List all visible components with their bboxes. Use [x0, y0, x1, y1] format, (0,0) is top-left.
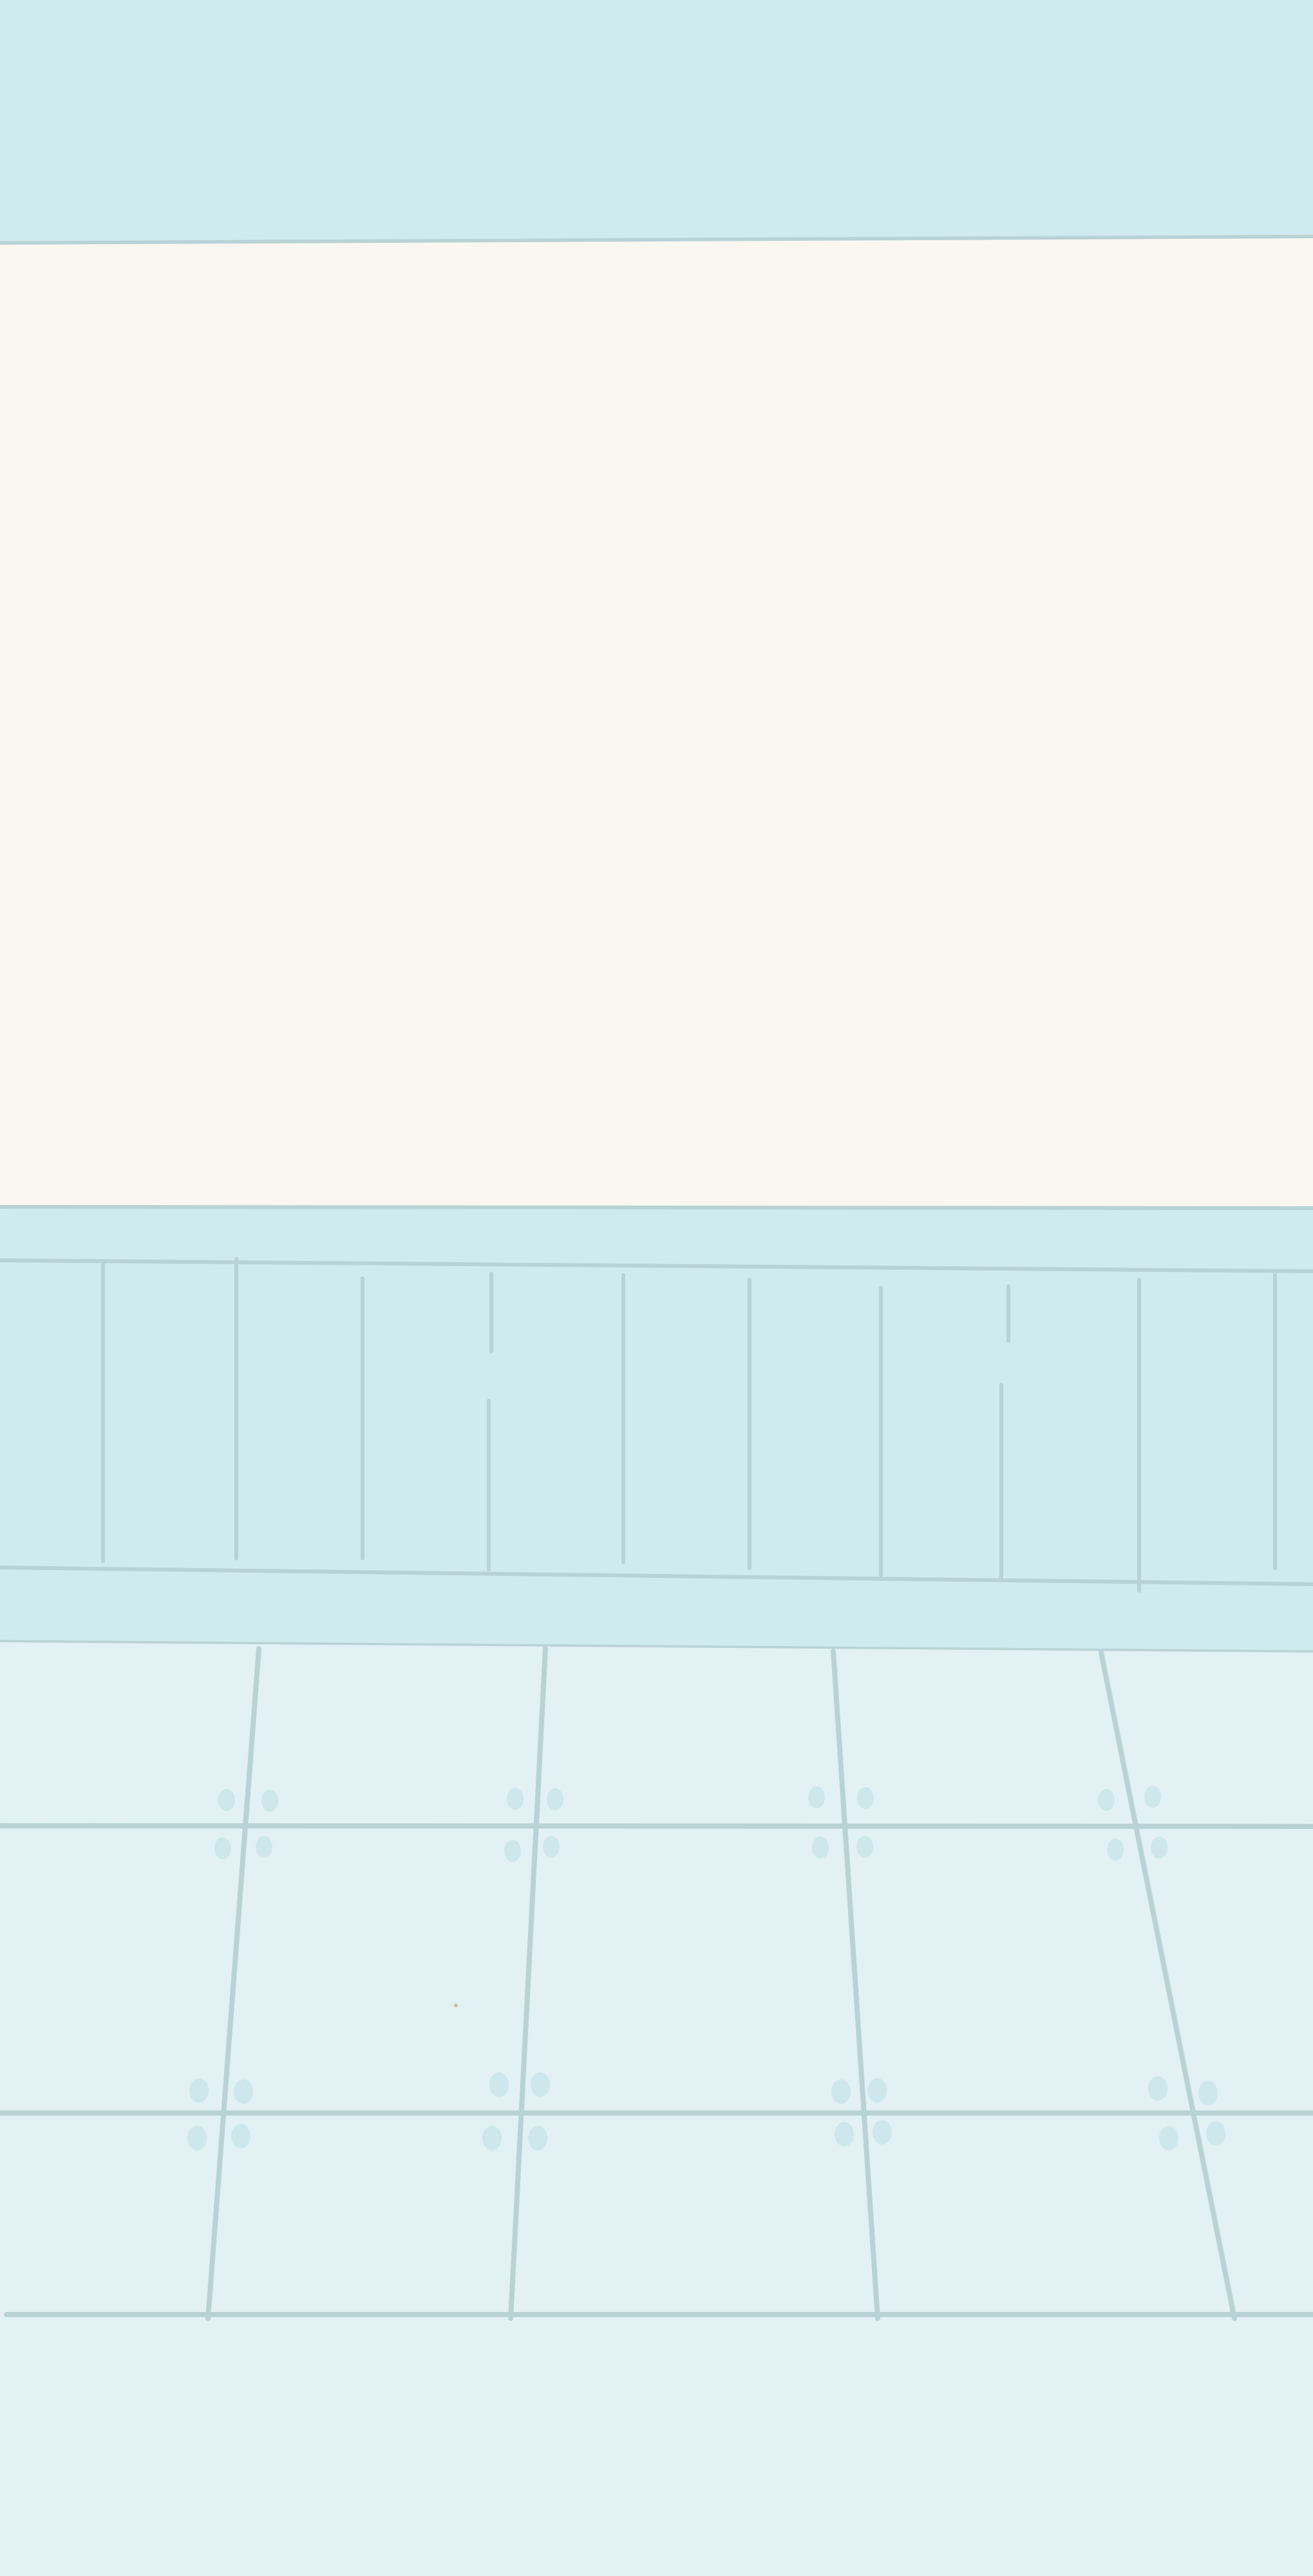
- dot: [214, 1837, 231, 1859]
- grout-line: [508, 1646, 548, 2321]
- dot: [547, 1788, 563, 1810]
- dot: [1151, 1837, 1167, 1859]
- dot: [857, 1787, 874, 1809]
- dot: [543, 1836, 560, 1858]
- dot: [231, 2124, 250, 2148]
- floor-speck: [454, 2003, 458, 2007]
- ceiling-edge-line: [0, 234, 1313, 246]
- dot: [1098, 1789, 1115, 1811]
- dot: [1206, 2121, 1225, 2146]
- grout-line: [1099, 1650, 1237, 2321]
- ceiling-band: [0, 0, 1313, 243]
- grout-line: [831, 1649, 880, 2321]
- dot: [835, 2122, 854, 2146]
- floor: [0, 1642, 1313, 2576]
- dot: [482, 2126, 502, 2150]
- dot: [1159, 2126, 1178, 2150]
- wall-panel: [0, 238, 1313, 1208]
- dot: [218, 1789, 235, 1811]
- dot: [531, 2072, 550, 2097]
- dot: [256, 1836, 272, 1858]
- wainscot-band: [0, 1207, 1313, 1653]
- dot: [867, 2078, 887, 2103]
- wainscot-rail-upper: [0, 1258, 1313, 1273]
- grout-line: [205, 1646, 261, 2321]
- dot: [812, 1837, 829, 1859]
- tile-dots: [187, 1786, 1225, 2150]
- dot: [856, 1836, 873, 1858]
- wainscot-slats: [101, 1257, 1277, 1593]
- dot: [1198, 2081, 1218, 2105]
- wainscot-top-line: [0, 1205, 1313, 1210]
- dot: [1144, 1786, 1161, 1808]
- dot: [1107, 1839, 1124, 1861]
- dot: [1148, 2076, 1167, 2101]
- dot: [831, 2079, 851, 2104]
- floor-grout-horizontal: [0, 1823, 1313, 2317]
- floor-grout-perspective: [205, 1646, 1237, 2321]
- dot: [189, 2078, 209, 2103]
- wainscot-rail-lower: [0, 1566, 1313, 1586]
- dot: [234, 2079, 253, 2104]
- dot: [873, 2120, 892, 2145]
- dot: [808, 1786, 825, 1808]
- dot: [528, 2126, 547, 2150]
- dot: [187, 2126, 207, 2150]
- dot: [489, 2072, 509, 2097]
- dot: [507, 1788, 524, 1810]
- dot: [261, 1790, 278, 1812]
- dot: [504, 1840, 521, 1862]
